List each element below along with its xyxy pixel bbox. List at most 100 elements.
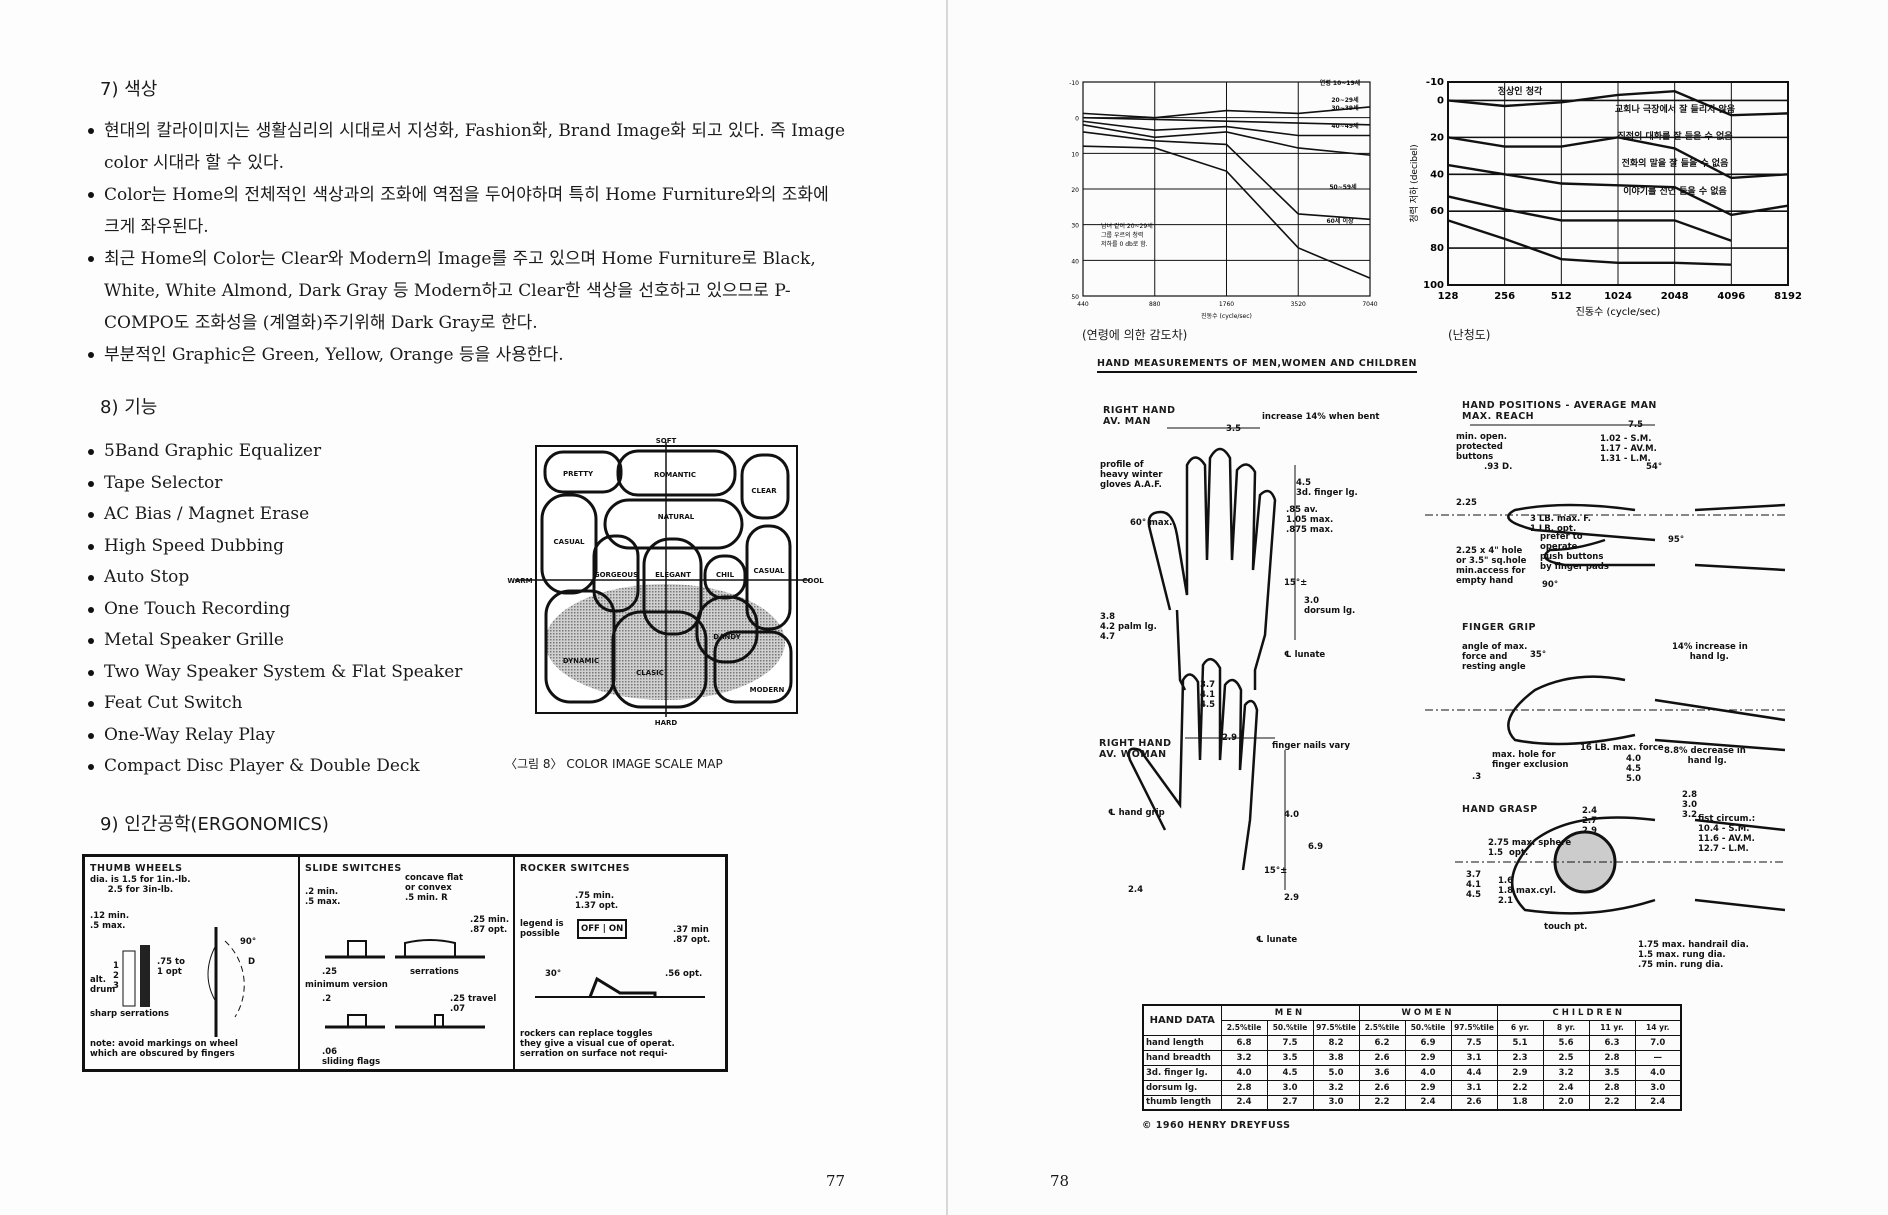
slide-switch-drawing bbox=[325, 939, 485, 1029]
region-label: PRETTY bbox=[563, 470, 594, 478]
finger-grip-outline bbox=[1507, 675, 1785, 752]
axis-soft: SOFT bbox=[656, 437, 677, 445]
copyright: © 1960 HENRY DREYFUSS bbox=[1142, 1120, 1291, 1131]
table-cell: 4.0 bbox=[1404, 1064, 1452, 1081]
row-label: hand length bbox=[1142, 1034, 1222, 1051]
region-label: NATURAL bbox=[658, 513, 695, 521]
color-image-scale-map: SOFT HARD WARM COOL PRETTY ROMANTIC CLEA… bbox=[507, 437, 824, 727]
y-tick-label: 50 bbox=[1071, 294, 1079, 301]
table-cell: 3.2 bbox=[1312, 1079, 1360, 1096]
table-cell: 2.6 bbox=[1450, 1094, 1498, 1111]
function-item: Compact Disc Player & Double Deck bbox=[88, 751, 462, 783]
page-number-left: 77 bbox=[826, 1172, 846, 1190]
series-line bbox=[1082, 106, 1371, 119]
man-hand-outline bbox=[1147, 447, 1277, 690]
section-9-heading: 9) 인간공학(ERGONOMICS) bbox=[100, 814, 329, 835]
column-header: 14 yr. bbox=[1634, 1019, 1682, 1036]
row-label: thumb length bbox=[1142, 1094, 1222, 1111]
page-number-right: 78 bbox=[1050, 1172, 1070, 1190]
series-label: 이야기를 전연 들을 수 없음 bbox=[1623, 185, 1727, 197]
x-tick-label: 440 bbox=[1077, 301, 1089, 308]
hand-label-man-gloves: profile of heavy winter gloves A.A.F. bbox=[1100, 460, 1163, 490]
hand-label-fg-force: 16 LB. max. force bbox=[1580, 743, 1664, 753]
region-label: CASUAL bbox=[754, 567, 785, 575]
y-tick-label: 30 bbox=[1071, 223, 1079, 230]
off-label: OFF bbox=[581, 924, 600, 934]
table-cell: 4.4 bbox=[1450, 1064, 1498, 1081]
shaded-zone bbox=[545, 584, 785, 700]
chart-annotation: 남녀 같이 20~29세 bbox=[1101, 222, 1153, 230]
hand-label-fg-angle: angle of max. force and resting angle bbox=[1462, 642, 1528, 672]
x-axis-label: 진동수 (cycle/sec) bbox=[1576, 306, 1661, 318]
hand-label-hg-24: 2.4 2.7 2.9 bbox=[1582, 806, 1598, 836]
table-cell: 4.0 bbox=[1220, 1064, 1268, 1081]
table-cell: 6.2 bbox=[1358, 1034, 1406, 1051]
y-tick-label: -10 bbox=[1426, 77, 1444, 88]
table-cell: 2.3 bbox=[1496, 1049, 1544, 1066]
axis-warm: WARM bbox=[507, 577, 532, 585]
series-label: 직접의 대화를 잘 들을 수 없음 bbox=[1617, 130, 1732, 142]
age-chart-caption: (연령에 의한 감도차) bbox=[1082, 328, 1188, 342]
table-cell: 5.0 bbox=[1312, 1064, 1360, 1081]
region-label: CASUAL bbox=[554, 538, 585, 546]
function-item: High Speed Dubbing bbox=[88, 531, 462, 563]
table-cell: 2.8 bbox=[1588, 1079, 1636, 1096]
table-cell: 2.2 bbox=[1588, 1094, 1636, 1111]
group-header: CHILDREN bbox=[1496, 1004, 1682, 1021]
table-cell: 2.9 bbox=[1496, 1064, 1544, 1081]
function-item: Feat Cut Switch bbox=[88, 688, 462, 720]
region-label: DYNAMIC bbox=[563, 657, 599, 665]
dim-label: legend is possible bbox=[520, 919, 564, 939]
hand-label-pos-title: HAND POSITIONS - AVERAGE MAN MAX. REACH bbox=[1462, 400, 1657, 422]
note-label: note: avoid markings on wheel which are … bbox=[90, 1039, 238, 1059]
hand-label-wom-nails: finger nails vary bbox=[1272, 741, 1350, 751]
hearing-chart-caption: (난청도) bbox=[1448, 328, 1491, 342]
table-cell: 2.9 bbox=[1404, 1049, 1452, 1066]
y-axis-label: 청력 저하 (decibel) bbox=[1408, 144, 1420, 222]
table-cell: 8.2 bbox=[1312, 1034, 1360, 1051]
y-tick-label: 10 bbox=[1071, 151, 1079, 158]
table-cell: 3.6 bbox=[1358, 1064, 1406, 1081]
hand-label-fg-hole: max. hole for finger exclusion bbox=[1492, 750, 1569, 770]
hand-diagrams bbox=[1127, 424, 1785, 915]
hand-label-man-angle: 60° max. bbox=[1130, 518, 1173, 528]
table-cell: 2.6 bbox=[1358, 1049, 1406, 1066]
rocker-switches-title: ROCKER SWITCHES bbox=[520, 863, 630, 874]
column-header: 97.5%tile bbox=[1450, 1019, 1498, 1036]
table-cell: 2.4 bbox=[1404, 1094, 1452, 1111]
function-item: Metal Speaker Grille bbox=[88, 625, 462, 657]
dim-label: .56 opt. bbox=[665, 969, 703, 979]
hand-label-pos-225: 2.25 bbox=[1456, 498, 1477, 508]
series-label: 40~49세 bbox=[1331, 122, 1359, 130]
table-cell: 3.0 bbox=[1634, 1079, 1682, 1096]
function-item: Two Way Speaker System & Flat Speaker bbox=[88, 657, 462, 689]
table-cell: 2.4 bbox=[1220, 1094, 1268, 1111]
table-cell: — bbox=[1634, 1049, 1682, 1066]
hand-label-fg-dec: 8.8% decrease in hand lg. bbox=[1664, 746, 1746, 766]
table-cell: 2.7 bbox=[1266, 1094, 1314, 1111]
color-bullets: 현대의 칼라이미지는 생활심리의 시대로서 지성화, Fashion화, Bra… bbox=[88, 115, 848, 371]
region-label: CLASIC bbox=[636, 669, 664, 677]
hand-label-man-widths: .85 av. 1.05 max. .875 max. bbox=[1286, 505, 1334, 535]
hand-label-man-lunate: ℄ lunate bbox=[1284, 650, 1326, 660]
table-cell: 5.1 bbox=[1496, 1034, 1544, 1051]
table-cell: 5.6 bbox=[1542, 1034, 1590, 1051]
hand-label-hg-37: 3.7 4.1 4.5 bbox=[1466, 870, 1482, 900]
hand-label-wom-69: 6.9 bbox=[1308, 842, 1324, 852]
dim-label: .25 bbox=[322, 967, 338, 977]
table-cell: 6.9 bbox=[1404, 1034, 1452, 1051]
hand-label-pos-75: 7.5 bbox=[1628, 420, 1644, 430]
hand-label-hg-title: HAND GRASP bbox=[1462, 804, 1538, 815]
table-cell: 2.4 bbox=[1634, 1094, 1682, 1111]
table-cell: 3.8 bbox=[1312, 1049, 1360, 1066]
hand-label-man-bent: increase 14% when bent bbox=[1262, 412, 1380, 422]
hand-label-pos-93: .93 D. bbox=[1484, 462, 1513, 472]
section-7-heading: 7) 색상 bbox=[100, 79, 158, 100]
function-item: AC Bias / Magnet Erase bbox=[88, 499, 462, 531]
x-tick-label: 1024 bbox=[1604, 291, 1632, 302]
table-cell: 2.8 bbox=[1220, 1079, 1268, 1096]
y-tick-label: 60 bbox=[1430, 206, 1444, 217]
